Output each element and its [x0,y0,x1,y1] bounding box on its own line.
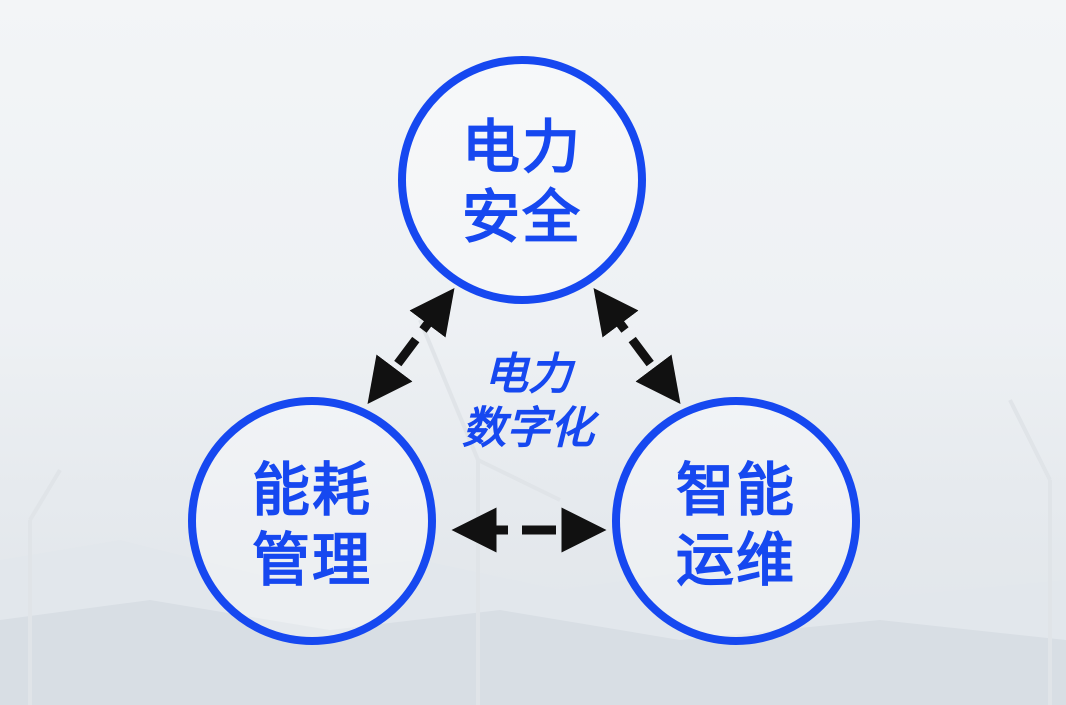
node-power-safety-line1: 电力 [461,113,582,181]
node-energy-management-line2: 管理 [251,526,372,594]
node-energy-management: 能耗 管理 [188,397,436,645]
node-energy-management-line1: 能耗 [251,456,372,524]
node-power-safety: 电力 安全 [398,56,646,304]
node-power-safety-line2: 安全 [461,183,582,251]
arrow-top-right [593,288,681,404]
center-title-line2: 数字化 [462,403,594,454]
arrow-top-left [367,288,455,404]
node-smart-operations: 智能 运维 [612,397,860,645]
center-title-line1: 电力 [484,349,572,400]
node-smart-operations-line2: 运维 [675,526,796,594]
node-smart-operations-line1: 智能 [675,456,796,524]
